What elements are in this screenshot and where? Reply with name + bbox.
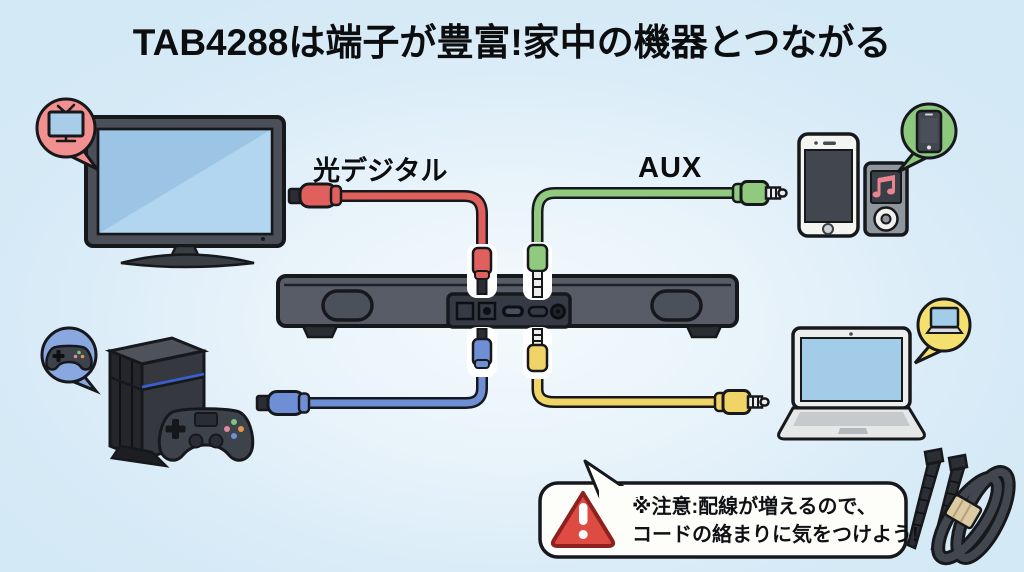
page-title: TAB4288は端子が豊富!家中の機器とつながる [132, 22, 892, 63]
aux-cable-green-plug [523, 242, 552, 300]
warning-triangle-icon [550, 491, 616, 548]
optical-digital-label: 光デジタル [313, 156, 448, 186]
laptop-speech-bubble [913, 297, 972, 365]
smartphone [797, 132, 860, 238]
warning-note-line1: ※注意:配線が増えるので、 [632, 496, 877, 518]
port-square [455, 301, 475, 321]
hdmi-port [502, 305, 524, 317]
optical-cable-blue [255, 356, 488, 416]
smartphone-icon [915, 109, 943, 154]
tv [84, 115, 286, 269]
warning-bubble [538, 459, 908, 559]
aux-cable-yellow-plug [523, 327, 552, 379]
warning-note-line2: コードの絡まりに気をつけよう! [632, 524, 919, 546]
tv-speech-bubble [35, 97, 99, 171]
cable-plugs [467, 242, 552, 379]
laptop [777, 326, 926, 441]
music-player [863, 161, 909, 237]
aux-cable-green [531, 180, 788, 256]
soundbar [276, 274, 739, 339]
laptop-icon [925, 306, 964, 334]
smartphone-speech-bubble [896, 102, 958, 174]
gamepad-icon [45, 344, 93, 371]
optical-port [477, 301, 497, 321]
aux-cable-yellow [531, 362, 770, 415]
optical-cable-blue-plug [467, 327, 497, 377]
right-speaker-grille [650, 289, 703, 322]
cable-coil-icon [931, 465, 1016, 566]
warning-note-text: ※注意:配線が増えるので、 コードの絡まりに気をつけよう! [632, 493, 922, 549]
left-speaker-grille [321, 289, 374, 322]
usb-c-port [527, 305, 549, 318]
optical-cable-red-plug [467, 244, 497, 298]
game-controller [157, 407, 255, 462]
gamepad-speech-bubble [40, 326, 101, 395]
aux-port [550, 303, 566, 320]
music-note-icon [872, 175, 895, 198]
tv-icon [47, 103, 85, 143]
aux-label: AUX [638, 152, 703, 184]
optical-cable-red [287, 182, 488, 258]
